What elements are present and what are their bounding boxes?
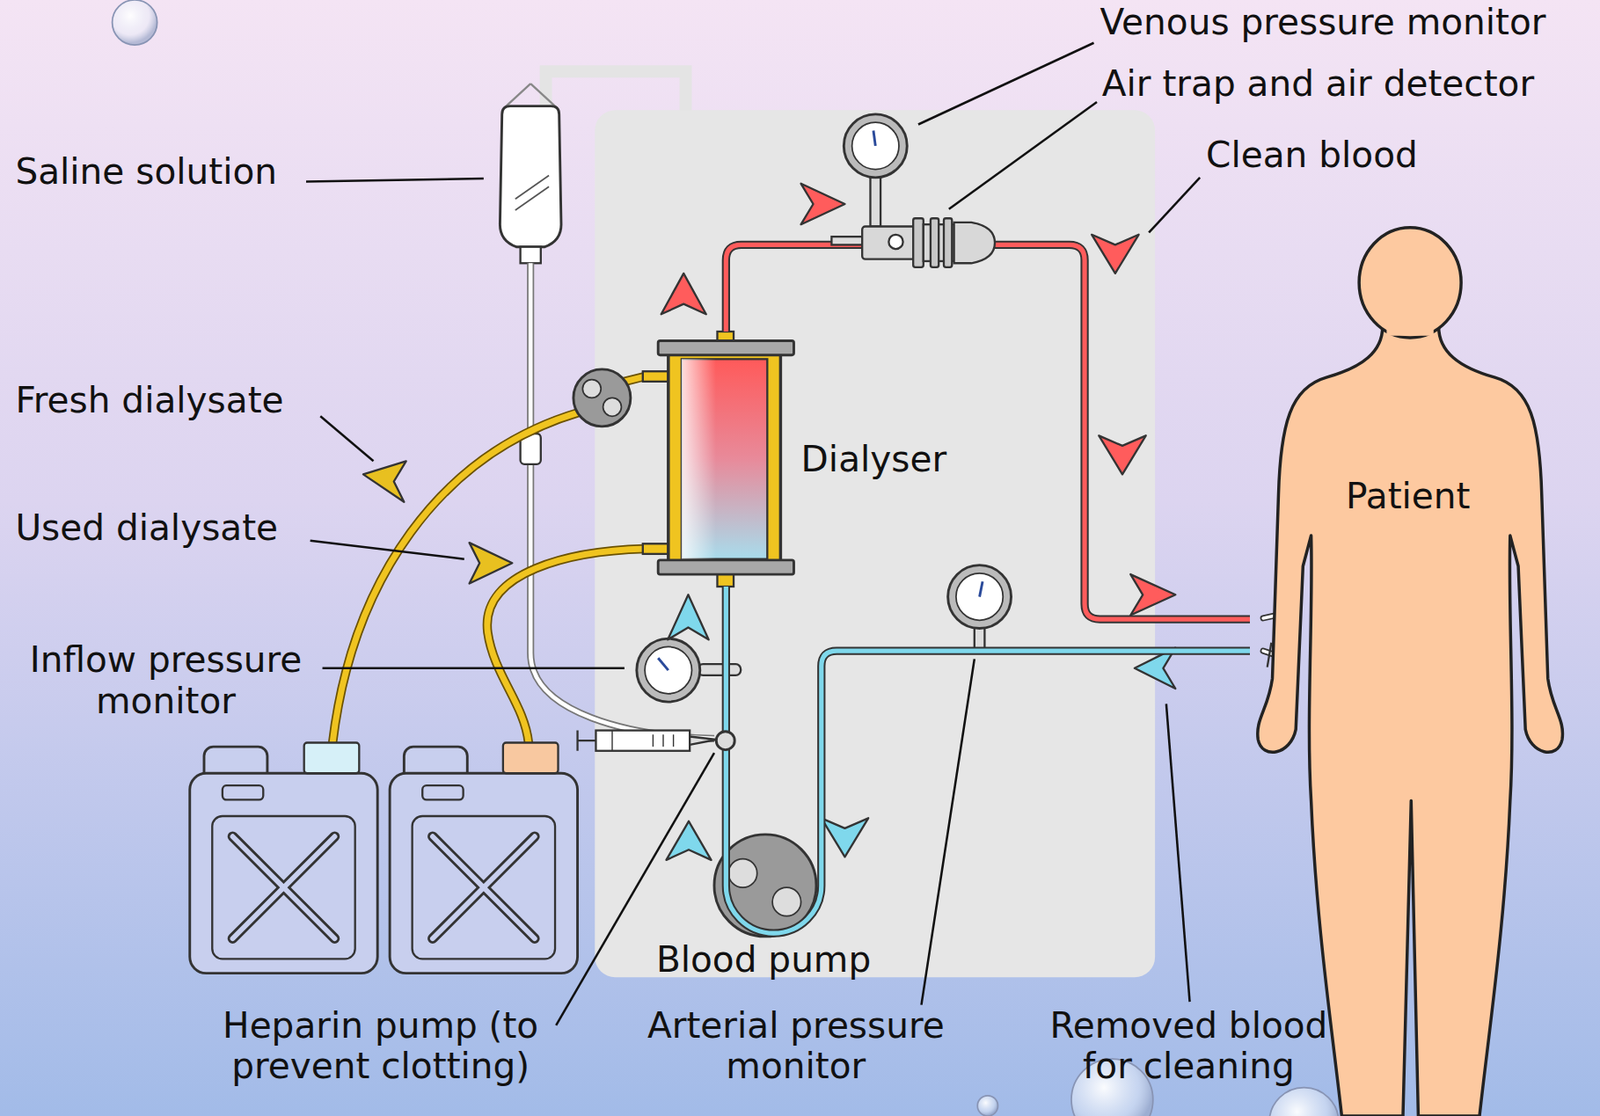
arterial-pressure-gauge <box>948 565 1012 651</box>
saline-bag <box>499 83 562 264</box>
callout-box: Removed blood for cleaning <box>1030 1005 1348 1088</box>
blood-line <box>725 244 1250 620</box>
blood-line-fill <box>725 244 1250 620</box>
machine-panel <box>546 71 1156 978</box>
bubbles <box>112 0 1339 1116</box>
arrow-head <box>1130 574 1176 615</box>
callout-label: Saline solution <box>14 151 278 193</box>
flow-arrows <box>363 183 1176 861</box>
node-label: Dialyser <box>801 438 937 481</box>
callout-box: Fresh dialysate <box>14 379 284 422</box>
venous-pressure-gauge <box>843 114 907 227</box>
callout-label: Heparin pump (to prevent clotting) <box>211 1005 549 1088</box>
arrow-head <box>667 594 709 640</box>
callout-box: Blood pump <box>656 939 871 981</box>
callout-box: Heparin pump (to prevent clotting) <box>211 1005 549 1088</box>
patient-silhouette <box>1249 229 1567 1116</box>
callout-label: Blood pump <box>656 939 871 981</box>
leader-lines <box>306 43 1200 1026</box>
callout-box: Venous pressure monitor <box>1099 1 1546 44</box>
callout-box: Air trap and air detector <box>1102 63 1535 105</box>
callout-label: Air trap and air detector <box>1102 63 1535 105</box>
callout-label: Arterial pressure monitor <box>622 1005 970 1088</box>
fresh-dialysate-jug <box>189 742 378 973</box>
callout-box: Used dialysate <box>14 507 278 549</box>
callout-label: Fresh dialysate <box>14 379 284 422</box>
callout-label: Clean blood <box>1205 134 1418 176</box>
dialyser-node: Dialyser <box>657 331 794 587</box>
used-dialysate-jug <box>389 742 578 973</box>
dialysate-tubes <box>332 376 645 743</box>
heparin-syringe <box>577 730 736 752</box>
callout-label: Used dialysate <box>14 507 278 549</box>
node-label: Patient <box>1249 475 1567 518</box>
callout-box: Saline solution <box>14 151 278 193</box>
blood-line-outline <box>725 244 1250 620</box>
dialyser-symbol <box>642 331 795 587</box>
callout-label: Venous pressure monitor <box>1099 1 1546 44</box>
dialysate-pump <box>573 369 631 427</box>
air-trap <box>831 218 995 268</box>
callout-box: Clean blood <box>1205 134 1418 176</box>
callout-label: Inflow pressure monitor <box>10 639 322 722</box>
callout-box: Inflow pressure monitor <box>10 639 322 722</box>
callout-label: Removed blood for cleaning <box>1030 1005 1348 1088</box>
patient-figure: Patient <box>1249 229 1567 1116</box>
callout-box: Arterial pressure monitor <box>622 1005 970 1088</box>
